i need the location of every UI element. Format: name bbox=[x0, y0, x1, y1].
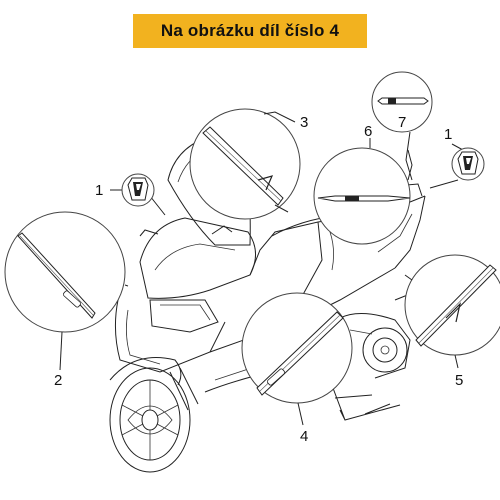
decal-strip-icon bbox=[202, 126, 284, 206]
part-4: 4 bbox=[241, 292, 353, 445]
decal-strip-icon bbox=[317, 195, 411, 202]
label-2: 2 bbox=[54, 372, 62, 389]
decal-strip-icon bbox=[17, 232, 96, 319]
label-5: 5 bbox=[455, 372, 463, 389]
piaggio-logo-icon bbox=[457, 151, 479, 175]
part-7: 7 bbox=[371, 71, 433, 181]
page-title-banner: Na obrázku díl číslo 4 bbox=[133, 14, 367, 48]
decal-strip-icon bbox=[256, 311, 344, 396]
part-1-left: 1 bbox=[95, 173, 166, 216]
piaggio-logo-icon bbox=[127, 177, 149, 201]
part-5: 5 bbox=[404, 254, 500, 389]
part-1-right: 1 bbox=[429, 126, 485, 189]
part-2: 2 bbox=[4, 211, 129, 389]
label-3: 3 bbox=[300, 114, 308, 131]
label-1-right: 1 bbox=[444, 126, 452, 143]
label-1-left: 1 bbox=[95, 182, 103, 199]
decal-strip-icon bbox=[377, 97, 429, 105]
label-6: 6 bbox=[364, 123, 372, 140]
decal-strip-icon bbox=[415, 264, 497, 347]
part-3: 3 bbox=[189, 108, 308, 220]
label-7: 7 bbox=[398, 114, 406, 131]
part-6: 6 bbox=[313, 123, 411, 245]
page-title: Na obrázku díl číslo 4 bbox=[160, 21, 340, 40]
label-4: 4 bbox=[300, 428, 308, 445]
